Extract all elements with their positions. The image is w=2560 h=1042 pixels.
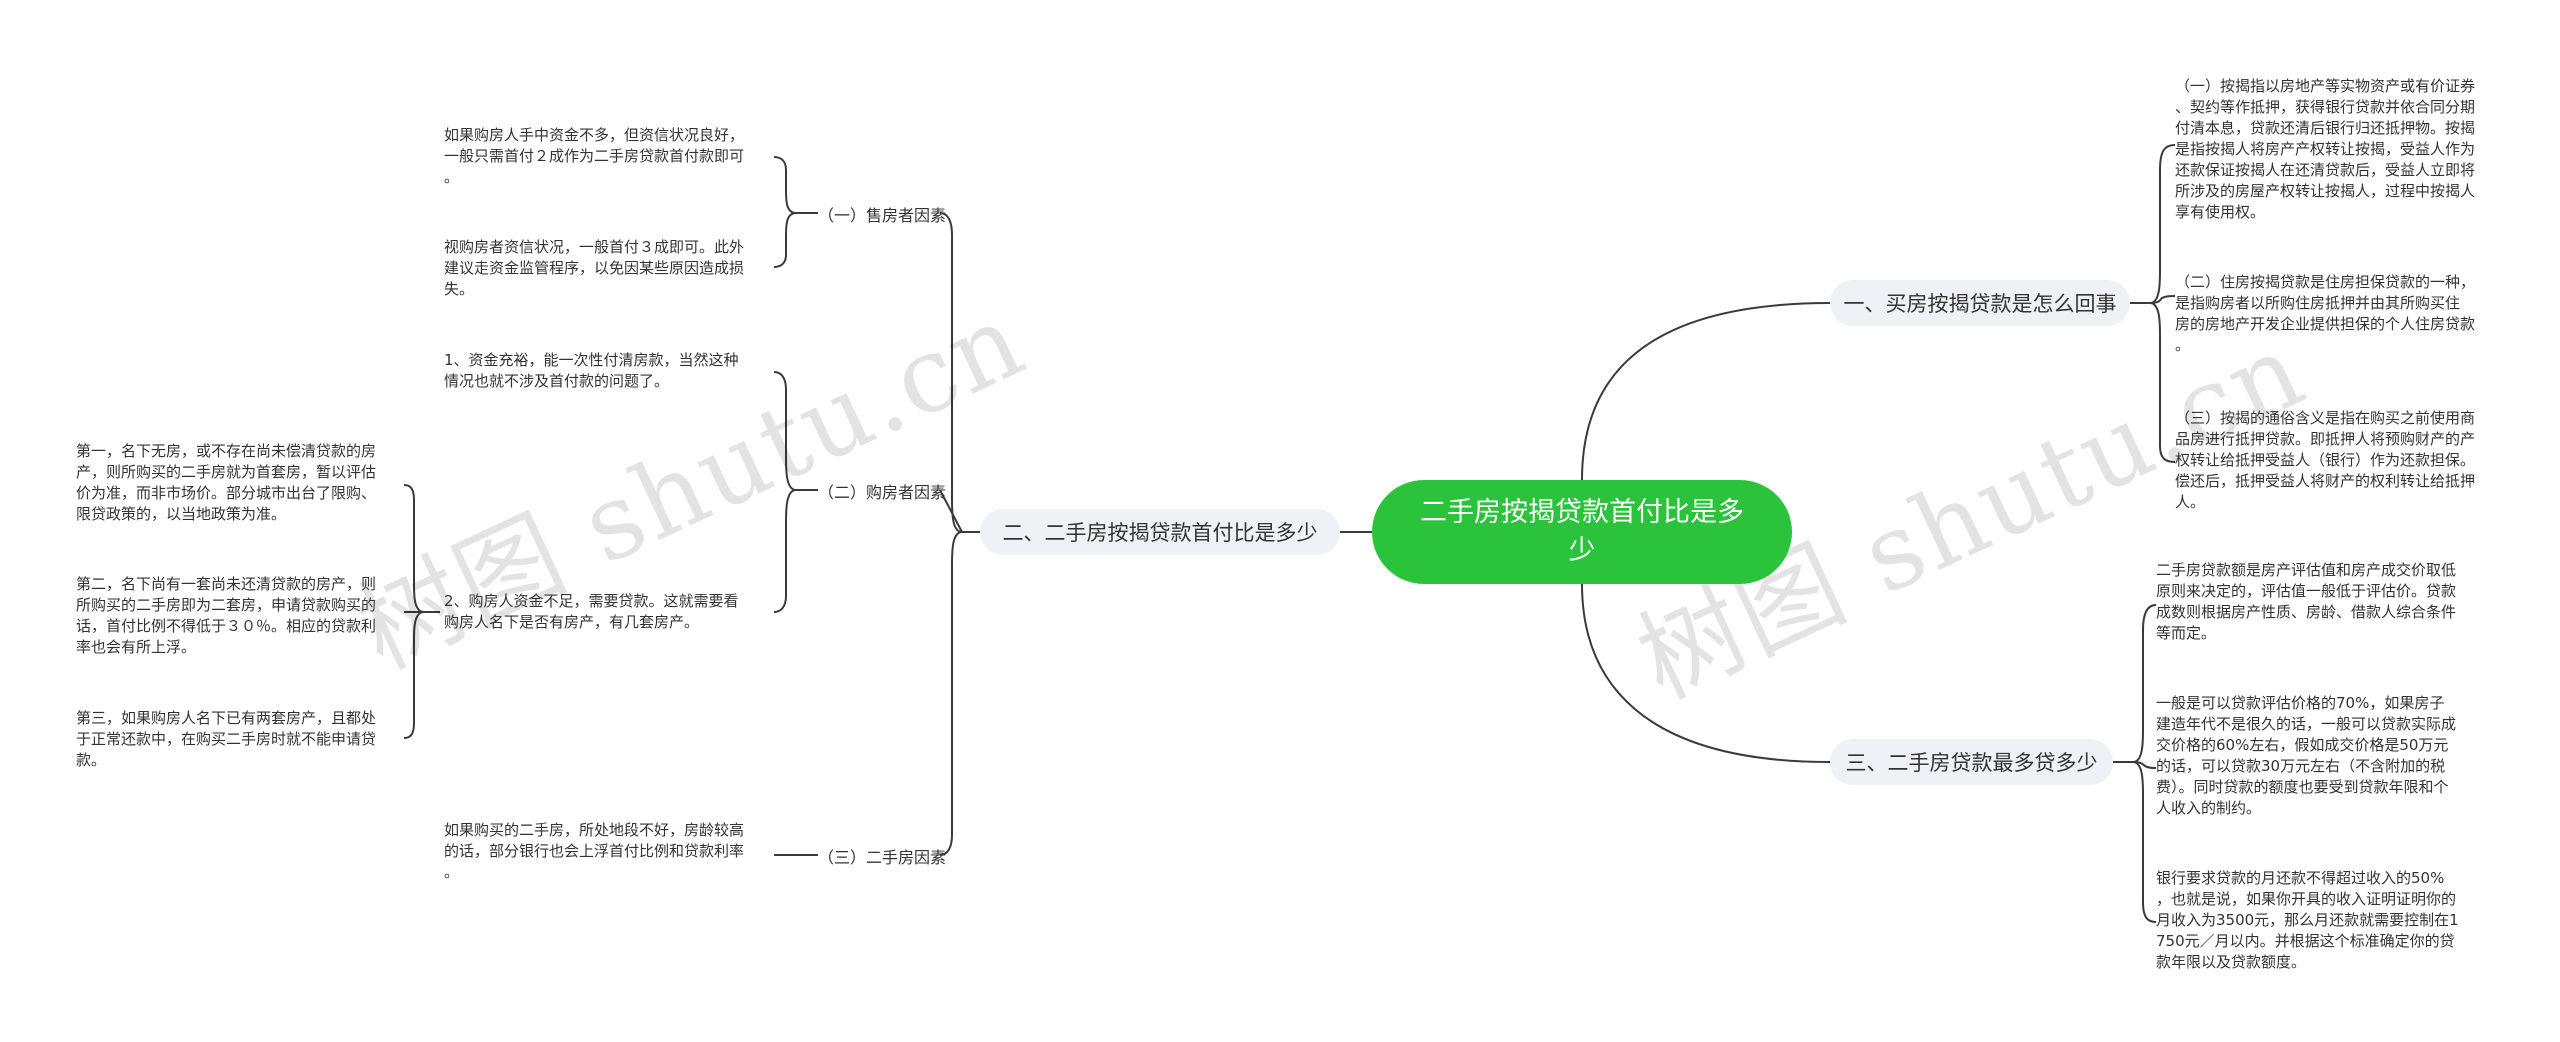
- branch-node-2[interactable]: 二、二手房按揭贷款首付比是多少: [980, 509, 1340, 555]
- branch-node-3-label: 三、二手房贷款最多贷多少: [1845, 751, 2098, 775]
- branch-node-1[interactable]: 一、买房按揭贷款是怎么回事: [1830, 280, 2130, 326]
- sub-node-seller[interactable]: （一）售房者因素: [818, 206, 947, 225]
- buyer-note-2: 2、购房人资金不足，需要贷款。这就需要看 购房人名下是否有房产，有几套房产。: [444, 592, 739, 631]
- house-note-1: 如果购买的二手房，所处地段不好，房龄较高 的话，部分银行也会上浮首付比例和贷款利…: [444, 821, 745, 881]
- sub-node-buyer[interactable]: （二）购房者因素: [818, 483, 947, 502]
- buyer-note-1: 1、资金充裕，能一次性付清房款，当然这种 情况也就不涉及首付款的问题了。: [444, 351, 739, 390]
- buyer-detail-note-3: 第三，如果购房人名下已有两套房产，且都处 于正常还款中，在购买二手房时就不能申请…: [76, 709, 377, 769]
- branch-node-2-label: 二、二手房按揭贷款首付比是多少: [1002, 521, 1318, 545]
- b1-note-3: （三）按揭的通俗含义是指在购买之前使用商 品房进行抵押贷款。即抵押人将预购财产的…: [2175, 409, 2476, 511]
- b1-note-1: （一）按揭指以房地产等实物资产或有价证券 、契约等作抵押，获得银行贷款并依合同分…: [2175, 77, 2476, 221]
- b1-note-2: （二）住房按揭贷款是住房担保贷款的一种， 是指购房者以所购住房抵押并由其所购买住…: [2175, 273, 2476, 354]
- buyer-detail-note-2: 第二，名下尚有一套尚未还清贷款的房产，则 所购买的二手房即为二套房，申请贷款购买…: [76, 575, 377, 656]
- b3-note-1: 二手房贷款额是房产评估值和房产成交价取低 原则来决定的，评估值一般低于评估价。贷…: [2156, 561, 2457, 642]
- b3-note-3: 银行要求贷款的月还款不得超过收入的50% ，也就是说，如果你开具的收入证明证明你…: [2156, 869, 2459, 971]
- seller-note-1: 如果购房人手中资金不多，但资信状况良好， 一般只需首付２成作为二手房贷款首付款即…: [444, 126, 745, 186]
- seller-note-2: 视购房者资信状况，一般首付３成即可。此外 建议走资金监管程序，以免因某些原因造成…: [444, 238, 745, 298]
- buyer-detail-note-1: 第一，名下无房，或不存在尚未偿清贷款的房 产，则所购买的二手房就为首套房，暂以评…: [76, 442, 377, 523]
- branch-node-3[interactable]: 三、二手房贷款最多贷多少: [1830, 739, 2113, 785]
- sub-node-house[interactable]: （三）二手房因素: [818, 848, 947, 867]
- b3-note-2: 一般是可以贷款评估价格的70%，如果房子 建造年代不是很久的话，一般可以贷款实际…: [2156, 694, 2457, 817]
- root-node-label: 二手房按揭贷款首付比是多少: [1420, 497, 1744, 566]
- root-node[interactable]: 二手房按揭贷款首付比是多少: [1372, 480, 1792, 584]
- branch-node-1-label: 一、买房按揭贷款是怎么回事: [1843, 292, 2117, 316]
